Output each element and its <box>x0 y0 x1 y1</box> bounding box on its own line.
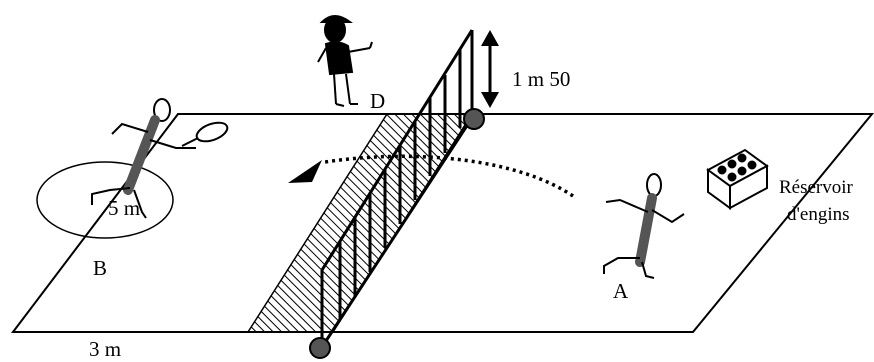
player-b-label: B <box>93 256 107 280</box>
circle-radius-label: 5 m <box>108 196 140 220</box>
player-a-label: A <box>613 279 629 303</box>
width-label: 3 m <box>89 337 121 361</box>
net-post-base-top <box>464 109 484 129</box>
person-d-icon <box>318 16 372 106</box>
net-post-base-bottom <box>310 338 330 358</box>
height-arrow <box>481 30 499 108</box>
height-label: 1 m 50 <box>512 67 570 91</box>
player-d-label: D <box>370 89 385 113</box>
reservoir-label-line2: d'engins <box>787 204 850 225</box>
reservoir-label-line1: Réservoir <box>779 177 854 198</box>
